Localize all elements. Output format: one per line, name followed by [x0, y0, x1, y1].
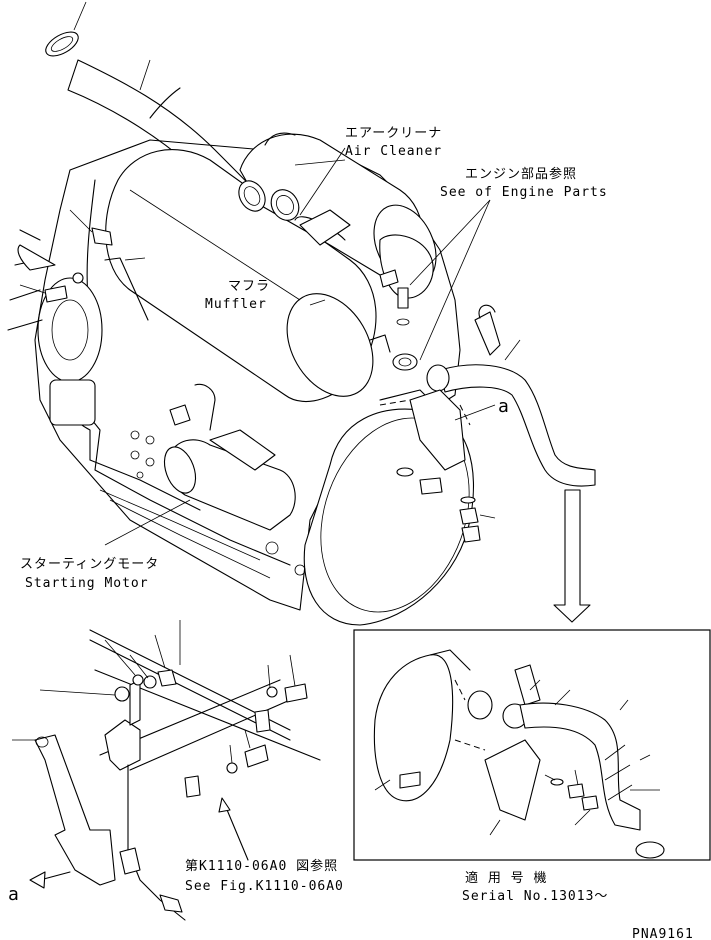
reference-figure-label-jp: 第K1110-06A0 図参照 — [185, 858, 338, 874]
leader-lines — [104, 59, 496, 546]
hose-clamp-2 — [270, 189, 300, 221]
engine-parts-label-jp: エンジン部品参照 — [465, 166, 577, 182]
engine-assembly — [7, 1, 596, 626]
linkage-assembly — [12, 620, 321, 921]
inset-box — [353, 629, 711, 861]
support-bracket-a — [379, 389, 496, 543]
starting-motor — [163, 429, 306, 576]
callout-a-top: a — [498, 396, 509, 417]
engine-parts-bolts — [369, 269, 418, 371]
air-cleaner-label-en: Air Cleaner — [345, 144, 442, 159]
down-arrow — [553, 489, 591, 623]
muffler — [105, 149, 377, 403]
serial-label-en: Serial No.13013～ — [462, 889, 608, 904]
left-bracket — [19, 209, 149, 321]
fan-pulley — [7, 229, 103, 426]
muffler-label-jp: マフラ — [228, 279, 270, 294]
engine-parts-label-en: See of Engine Parts — [440, 185, 608, 200]
hose-clamp-1 — [238, 180, 266, 212]
exhaust-tail-pipe — [426, 304, 596, 487]
starting-motor-label-en: Starting Motor — [25, 576, 149, 591]
labels: エアークリーナ Air Cleaner エンジン部品参照 See of Engi… — [8, 126, 694, 940]
starting-motor-label-jp: スターティングモータ — [20, 557, 159, 572]
block-bolts — [130, 383, 216, 479]
muffler-label-en: Muffler — [205, 297, 267, 312]
air-cleaner — [239, 132, 437, 299]
reference-figure-label-en: See Fig.K1110-06A0 — [185, 879, 344, 894]
drawing-number: PNA9161 — [632, 927, 694, 940]
air-cleaner-label-jp: エアークリーナ — [345, 126, 442, 141]
callout-a-bottom: a — [8, 884, 19, 905]
serial-label-jp: 適 用 号 機 — [465, 870, 547, 886]
